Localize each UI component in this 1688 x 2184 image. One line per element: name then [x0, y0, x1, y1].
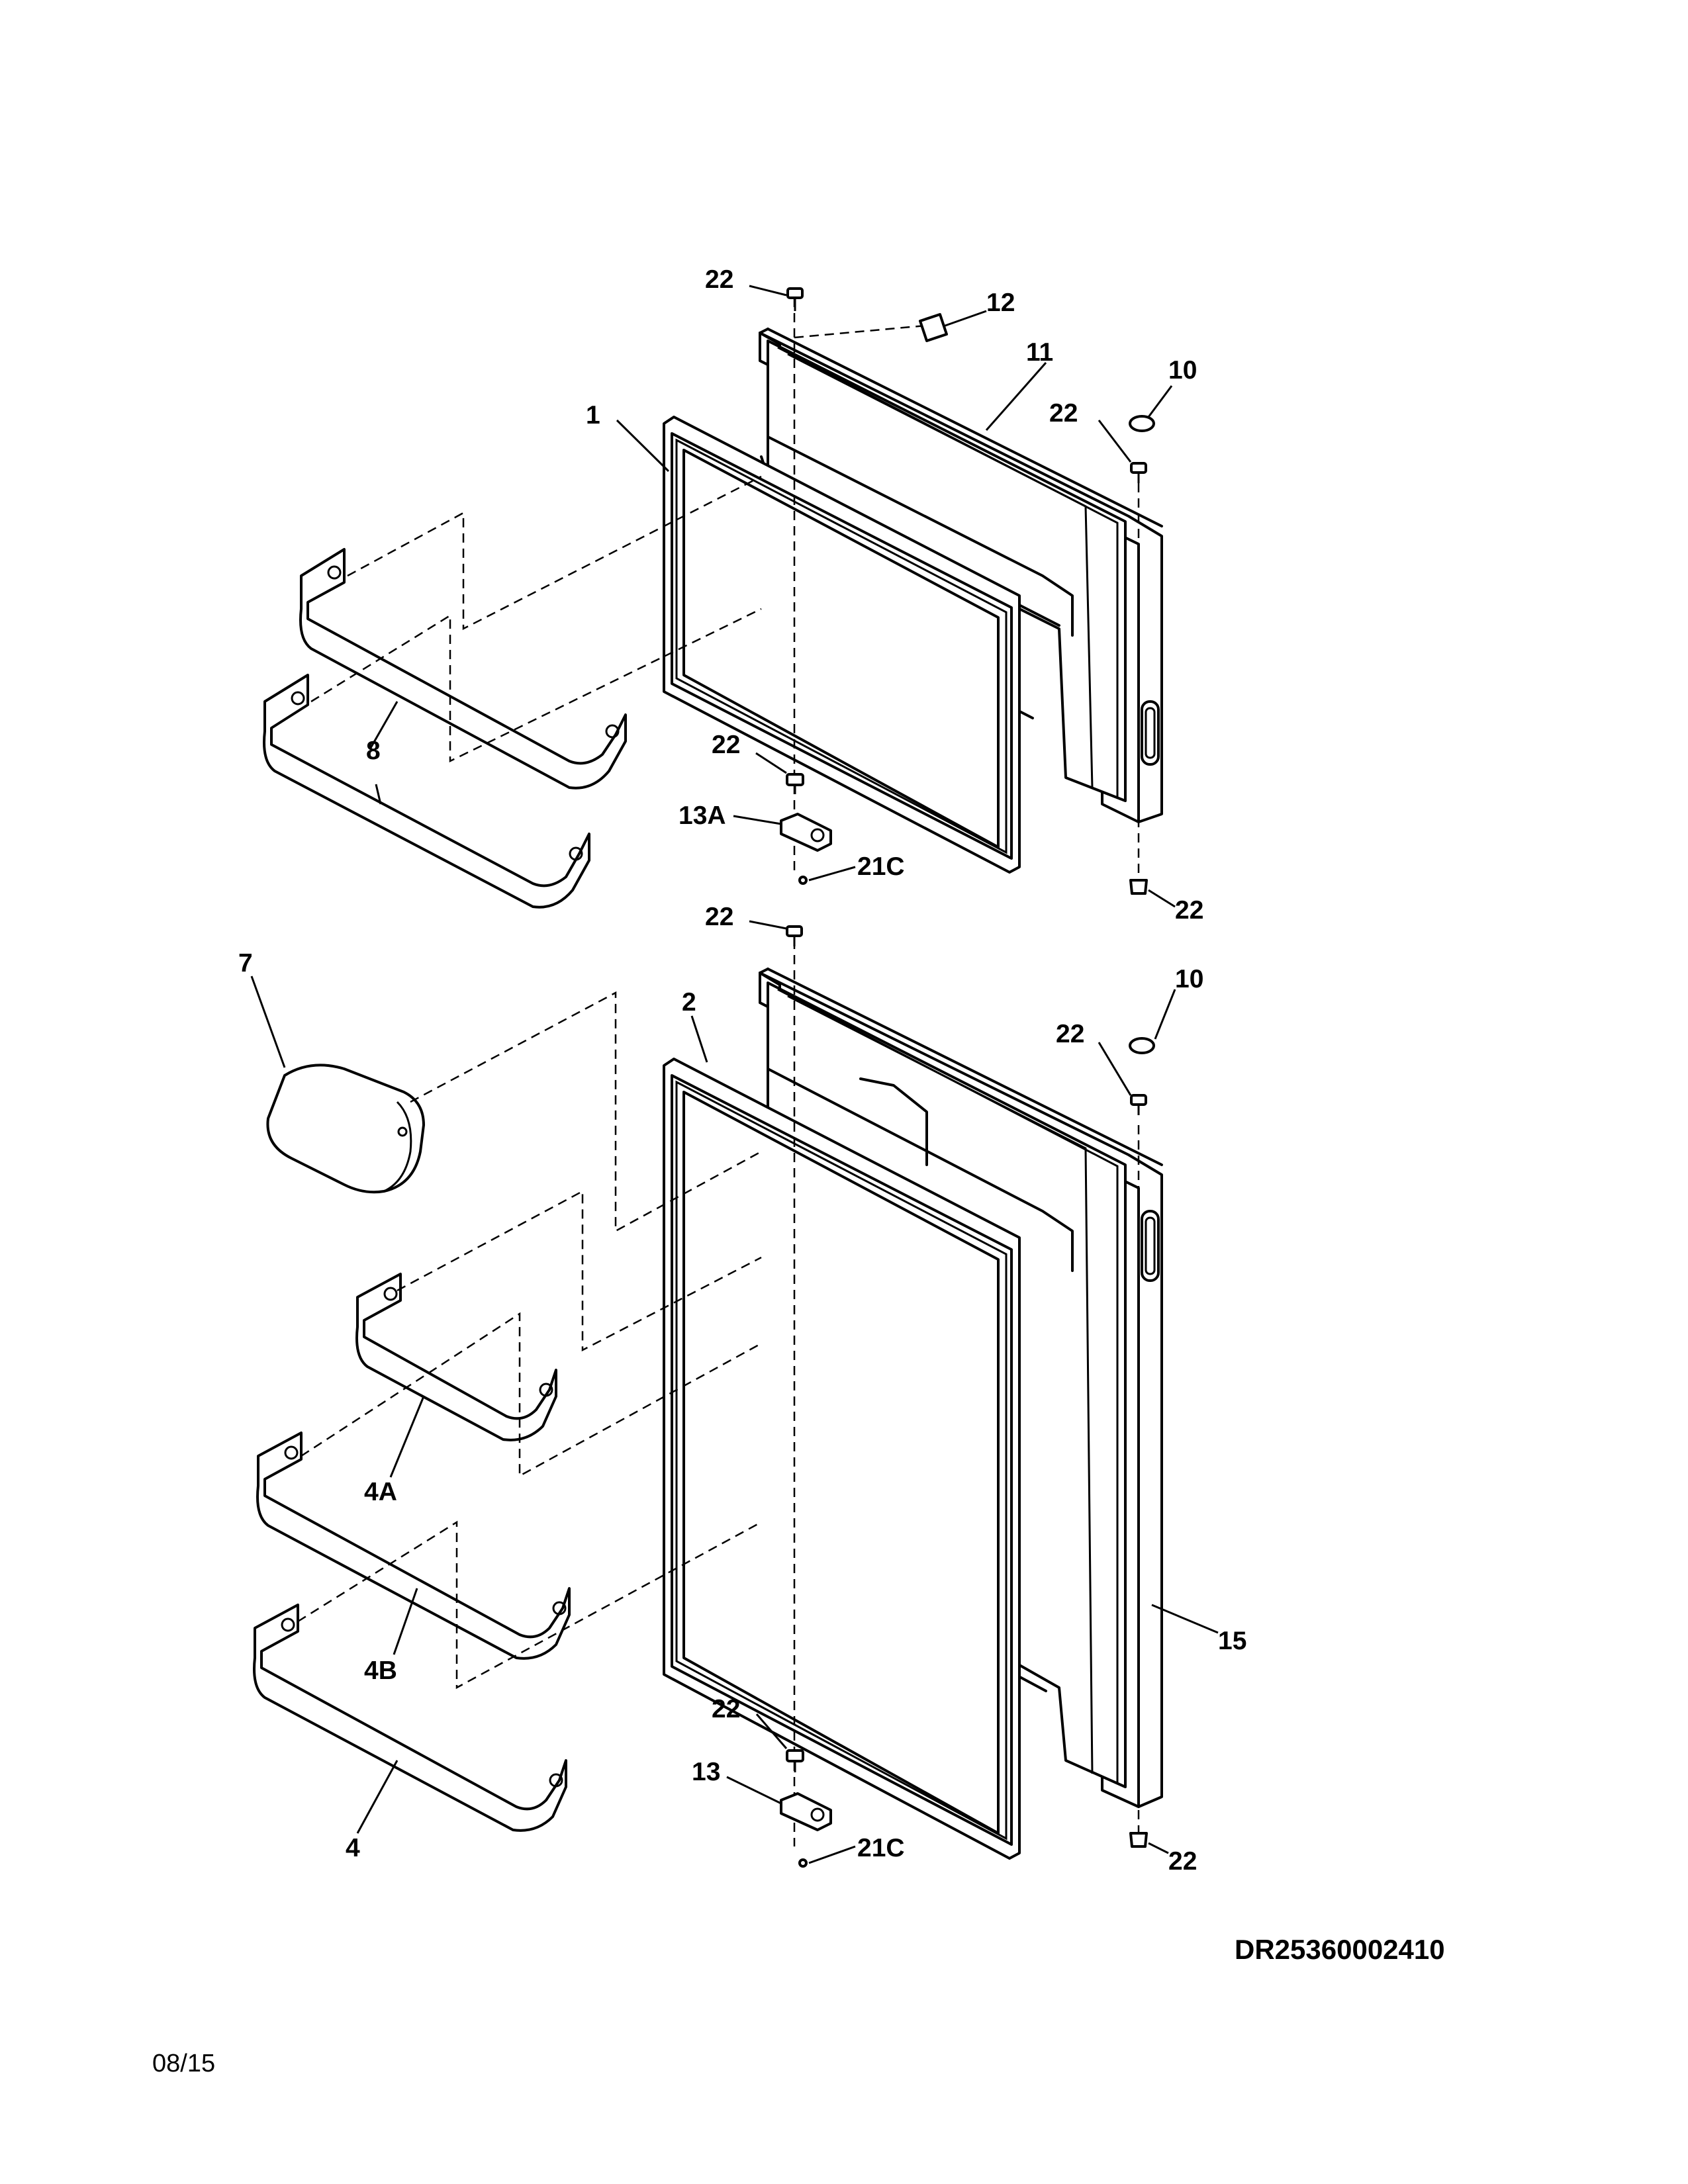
screw-21c-bot — [798, 1858, 808, 1868]
screw-22-right-bot — [1130, 1094, 1147, 1115]
callout-22-mid: 22 — [712, 731, 740, 759]
screw-22-right-top — [1130, 462, 1147, 483]
freezer-door-gasket — [663, 416, 1021, 874]
hinge-13a — [780, 813, 832, 852]
door-shelf-4b — [256, 1432, 571, 1660]
callout-1: 1 — [586, 401, 600, 430]
revision-date: 08/15 — [152, 2050, 215, 2077]
screw-22-mid — [786, 773, 804, 794]
screw-21c-top — [798, 876, 808, 885]
callout-7: 7 — [238, 949, 253, 978]
callout-22-right-top: 22 — [1049, 399, 1078, 428]
plug-10-bot — [1129, 1037, 1155, 1054]
screw-22-br-bot — [1129, 1832, 1148, 1848]
door-shelf-4a — [355, 1273, 557, 1441]
callout-22-top: 22 — [705, 265, 733, 294]
plug-10-top — [1129, 415, 1155, 432]
callout-13a: 13A — [679, 801, 726, 830]
drawing-number: DR25360002410 — [1235, 1934, 1445, 1965]
callout-22-low: 22 — [712, 1695, 740, 1723]
callout-22-br-top: 22 — [1175, 896, 1203, 925]
callout-15: 15 — [1218, 1627, 1246, 1655]
leader-lines — [250, 285, 1219, 1864]
callout-11: 11 — [1026, 338, 1053, 367]
callout-22-right-bot: 22 — [1056, 1020, 1084, 1048]
callout-12: 12 — [986, 289, 1015, 317]
callout-8: 8 — [366, 737, 381, 765]
callout-22-fz-top: 22 — [705, 903, 733, 931]
freezer-door-shelf-lower — [263, 674, 590, 909]
fresh-food-alignment-lines — [297, 940, 1140, 1846]
label-12 — [919, 313, 948, 342]
screw-22-top — [786, 287, 804, 311]
callout-2: 2 — [682, 988, 696, 1017]
dairy-door-7 — [266, 1064, 425, 1194]
door-shelf-4 — [253, 1604, 567, 1832]
screw-22-low — [786, 1749, 804, 1772]
screw-22-br-top — [1129, 879, 1148, 895]
callout-4: 4 — [346, 1834, 360, 1862]
fresh-food-door-gasket — [663, 1058, 1021, 1860]
callout-4a: 4A — [364, 1478, 397, 1506]
callout-22-br-bot: 22 — [1168, 1847, 1197, 1876]
callout-21c-top: 21C — [857, 852, 905, 881]
screw-22-fz-top — [786, 925, 803, 946]
callout-10-top: 10 — [1168, 356, 1197, 385]
hinge-13 — [780, 1792, 832, 1831]
callout-4b: 4B — [364, 1657, 397, 1685]
callout-10-bot: 10 — [1175, 965, 1203, 993]
callout-21c-bot: 21C — [857, 1834, 905, 1862]
callout-13: 13 — [692, 1758, 720, 1786]
